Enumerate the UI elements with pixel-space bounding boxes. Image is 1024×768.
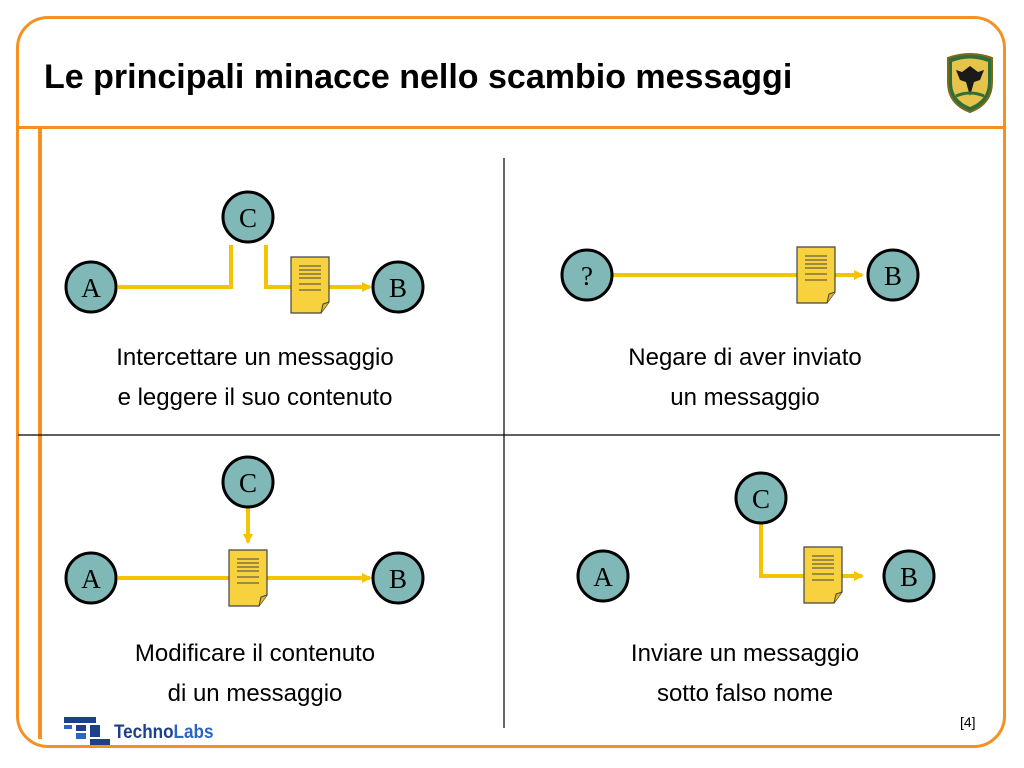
node-a-label: A bbox=[81, 273, 101, 303]
caption-line: Modificare il contenuto bbox=[134, 640, 376, 667]
document-icon bbox=[796, 246, 836, 304]
caption-line: di un messaggio bbox=[167, 680, 343, 707]
node-a bbox=[64, 260, 118, 314]
node-unknown-label: ? bbox=[581, 261, 593, 291]
node-unknown bbox=[560, 248, 614, 302]
caption-line: e leggere il suo contenuto bbox=[117, 384, 393, 411]
node-a bbox=[576, 549, 630, 603]
document-icon bbox=[290, 256, 330, 314]
node-c-label: C bbox=[239, 468, 257, 498]
panel-modification-diagram: A B C bbox=[64, 455, 425, 607]
node-b bbox=[866, 248, 920, 302]
title-divider bbox=[16, 126, 1006, 129]
brand-part-1: Techno bbox=[114, 722, 174, 743]
document-icon bbox=[228, 549, 268, 607]
node-b bbox=[882, 549, 936, 603]
node-b bbox=[371, 551, 425, 605]
slide-frame bbox=[16, 16, 1006, 748]
node-b-label: B bbox=[389, 273, 407, 303]
panel-repudiation-diagram: ? B bbox=[560, 246, 920, 304]
node-b-label: B bbox=[884, 261, 902, 291]
node-b bbox=[371, 260, 425, 314]
node-a-label: A bbox=[81, 564, 101, 594]
node-c bbox=[221, 455, 275, 509]
node-c bbox=[221, 190, 275, 244]
connector-line bbox=[118, 245, 233, 289]
caption-line: sotto falso nome bbox=[656, 680, 834, 707]
caption-spoofing: Inviare un messaggio sotto falso nome bbox=[530, 634, 960, 714]
node-b-label: B bbox=[900, 562, 918, 592]
page-number: [4] bbox=[960, 714, 976, 730]
caption-repudiation: Negare di aver inviato un messaggio bbox=[530, 338, 960, 418]
caption-line: Intercettare un messaggio bbox=[116, 344, 394, 371]
caption-modification: Modificare il contenuto di un messaggio bbox=[40, 634, 470, 714]
arrow-to-b bbox=[264, 245, 372, 292]
node-c bbox=[734, 471, 788, 525]
shield-crest-icon bbox=[947, 53, 993, 114]
node-c-label: C bbox=[752, 484, 770, 514]
node-c-label: C bbox=[239, 203, 257, 233]
panel-intercept-diagram: A B C bbox=[64, 190, 425, 314]
side-divider bbox=[38, 129, 42, 739]
node-a-label: A bbox=[593, 562, 613, 592]
caption-line: un messaggio bbox=[670, 384, 820, 411]
node-a bbox=[64, 551, 118, 605]
panel-spoofing-diagram: A B C bbox=[576, 471, 936, 604]
technolabs-logo-text: TechnoLabs bbox=[114, 722, 213, 744]
node-b-label: B bbox=[389, 564, 407, 594]
slide-title: Le principali minacce nello scambio mess… bbox=[44, 58, 793, 96]
technolabs-logo-icon bbox=[64, 717, 110, 745]
brand-part-2: Labs bbox=[173, 722, 214, 743]
caption-line: Negare di aver inviato bbox=[628, 344, 862, 371]
document-icon bbox=[803, 546, 843, 604]
caption-intercept: Intercettare un messaggio e leggere il s… bbox=[40, 338, 470, 418]
caption-line: Inviare un messaggio bbox=[630, 640, 860, 667]
